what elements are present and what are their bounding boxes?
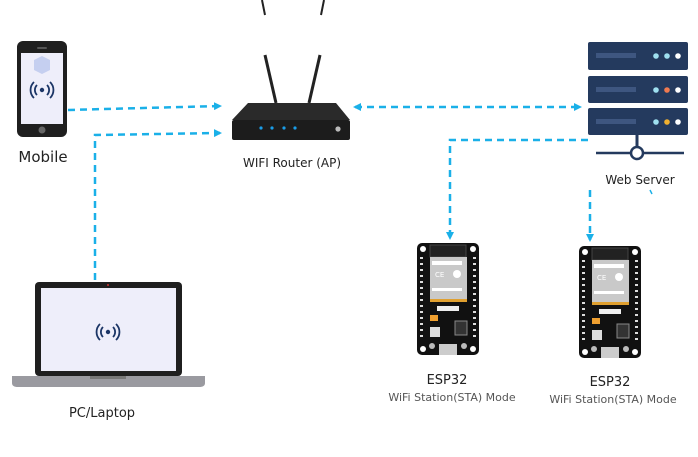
laptop-label: PC/Laptop xyxy=(68,406,136,421)
esp2-label: ESP32 xyxy=(589,375,631,390)
link-server-esp1 xyxy=(446,138,588,240)
link-mobile-router xyxy=(67,102,222,112)
link-laptop-router xyxy=(93,129,222,280)
esp1-label: ESP32 xyxy=(426,373,468,388)
laptop-icon xyxy=(12,282,205,387)
router-label: WIFI Router (AP) xyxy=(242,156,342,170)
smartphone-icon xyxy=(17,41,67,137)
esp32-board-icon xyxy=(416,242,480,356)
server-icon xyxy=(588,42,688,195)
server-label: Web Server xyxy=(605,173,675,187)
esp32-board-icon xyxy=(578,245,642,359)
esp1-sublabel: WiFi Station(STA) Mode xyxy=(388,391,516,404)
antenna-fragment xyxy=(261,0,325,16)
esp2-sublabel: WiFi Station(STA) Mode xyxy=(549,393,677,406)
mobile-label: Mobile xyxy=(18,148,68,166)
router-icon xyxy=(232,54,350,140)
link-lines xyxy=(67,102,594,280)
